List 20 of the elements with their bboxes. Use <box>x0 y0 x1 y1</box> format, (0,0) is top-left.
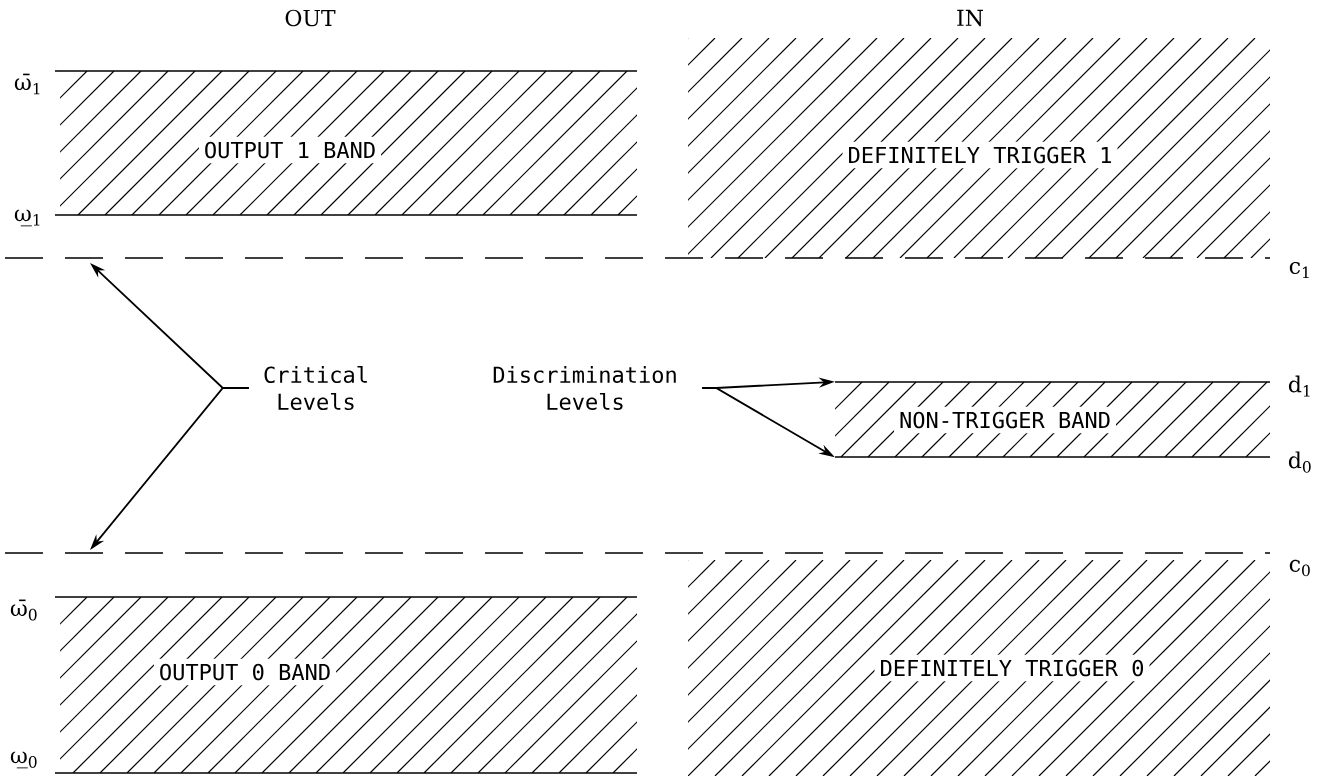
level-label: ω̄$_{1}$ <box>14 73 40 95</box>
level-caption: Critical Levels <box>264 365 367 411</box>
level-label: ω̲$_{1}$ <box>14 209 40 227</box>
level-label: c$_{0}$ <box>1289 559 1310 577</box>
node-label: NON-TRIGGER BAND <box>900 411 1110 429</box>
level-label: ω̄$_{0}$ <box>10 599 37 621</box>
node-label: OUTPUT 0 BAND <box>160 663 330 681</box>
level-label: d$_{0}$ <box>1288 451 1311 473</box>
hatched-band: DEFINITELY TRIGGER 0 <box>688 560 1270 776</box>
level-caption: Discrimination Levels <box>493 366 676 410</box>
hatched-band: DEFINITELY TRIGGER 1 <box>688 38 1270 258</box>
level-label: d$_{1}$ <box>1288 375 1310 397</box>
hatched-band: OUTPUT 0 BAND <box>60 597 637 773</box>
level-label: ω̲$_{0}$ <box>10 751 37 769</box>
node-label: OUTPUT 1 BAND <box>205 141 375 159</box>
hatched-band: NON-TRIGGER BAND <box>835 382 1270 457</box>
level-label: OUT <box>285 9 336 27</box>
node-label: DEFINITELY TRIGGER 0 <box>881 659 1144 677</box>
node-label: DEFINITELY TRIGGER 1 <box>849 146 1111 164</box>
hatched-band: OUTPUT 1 BAND <box>60 71 637 215</box>
